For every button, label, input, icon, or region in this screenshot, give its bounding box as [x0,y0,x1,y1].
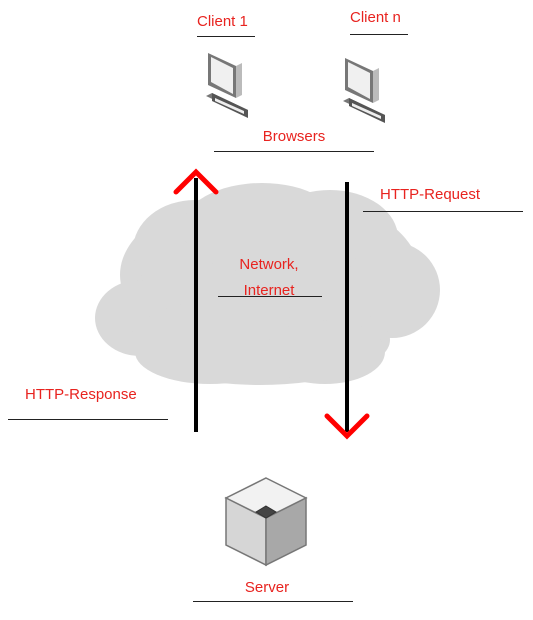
browsers-label: Browsers [262,128,326,145]
http-response-label: HTTP-Response [25,386,137,403]
computer-icon [343,58,385,123]
http-request-arrow [324,182,370,440]
server-underline [193,601,353,602]
network-label-line2: Internet [243,282,295,299]
http-response-arrow [173,168,219,432]
http-response-underline [8,419,168,420]
http-request-label: HTTP-Request [380,186,481,203]
server-label: Server [244,579,290,596]
client-n-underline [350,34,408,35]
computer-icon [206,53,248,118]
browsers-underline [214,151,374,152]
server-icon [224,477,308,567]
client-n-label: Client n [350,9,401,26]
network-underline [218,296,322,297]
http-request-underline [363,211,523,212]
client-1-label: Client 1 [197,13,248,30]
network-label-line1: Network, [239,256,299,273]
client-1-underline [197,36,255,37]
